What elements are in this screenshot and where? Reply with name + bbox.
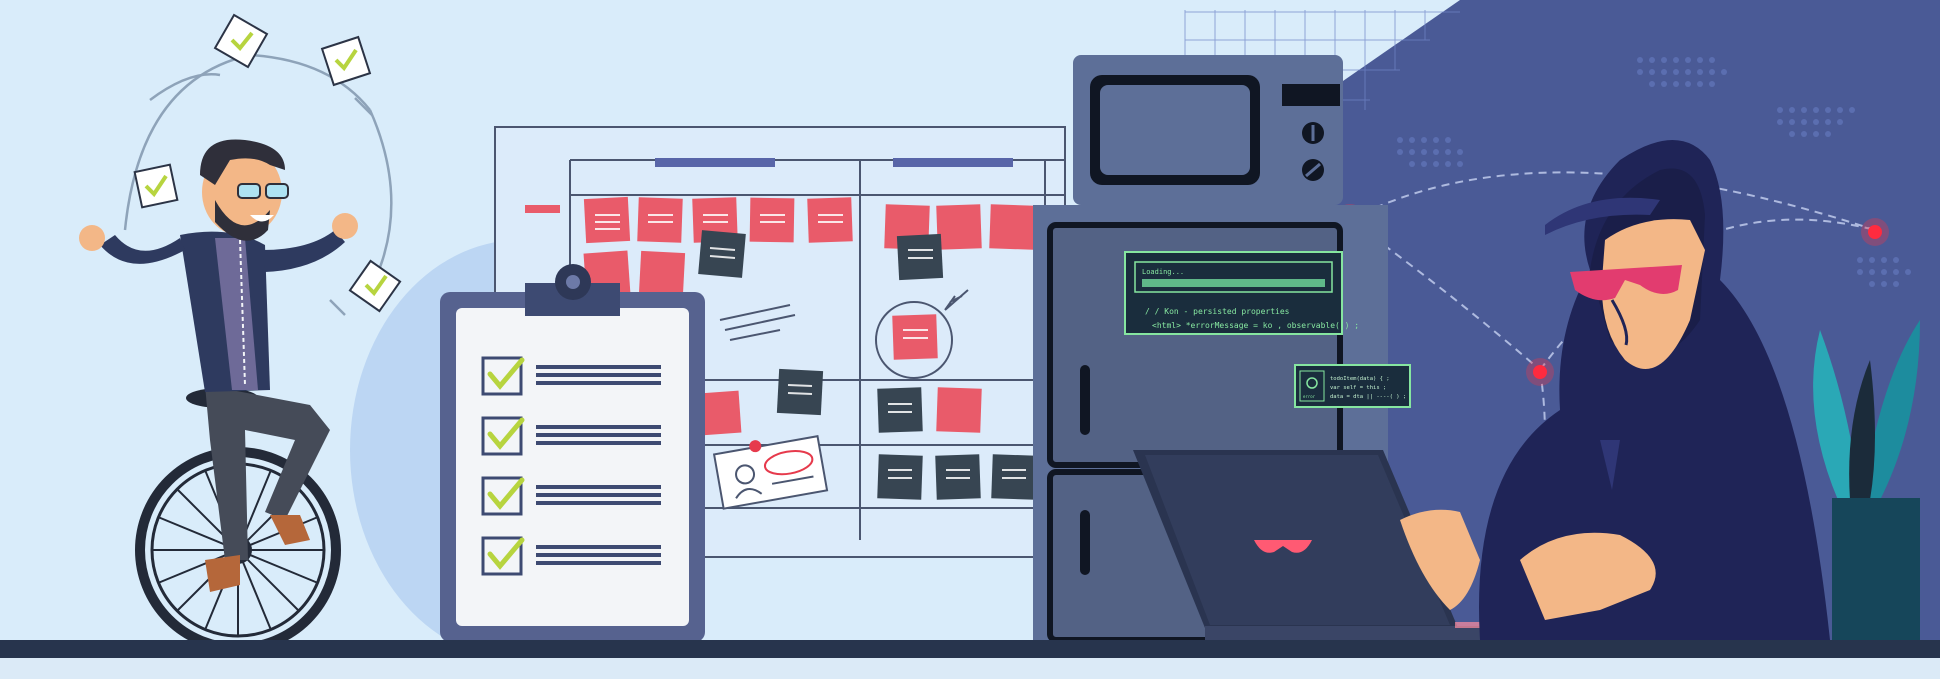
microwave: [1073, 55, 1343, 205]
error-icon: [1306, 377, 1318, 389]
terminal-code-line: <html> *errorMessage = ko , observable( …: [1152, 321, 1359, 330]
floor: [0, 640, 1940, 658]
glasses-icon: [237, 183, 261, 199]
terminal-icon-label: error: [1303, 394, 1316, 399]
code-terminal: Loading... / / Kon - persisted propertie…: [1124, 251, 1359, 335]
dotted-map: [1397, 57, 1911, 287]
developer-legs: [205, 385, 330, 560]
developer-hand: [79, 225, 105, 251]
id-card: [712, 435, 829, 510]
hacker-hand: [1400, 509, 1480, 610]
loading-progress-bar: [1142, 279, 1325, 287]
checklist-item: [481, 536, 661, 576]
developer-hand: [332, 213, 358, 239]
terminal-loading-label: Loading...: [1142, 268, 1184, 276]
check-card-icon: [320, 35, 372, 87]
terminal-code-line: / / Kon - persisted properties: [1145, 307, 1290, 316]
check-card-icon: [213, 13, 269, 69]
juggling-developer: [79, 13, 402, 653]
check-card-icon: [348, 259, 402, 313]
terminal-code-line: data = dta || ----( ) ;: [1330, 394, 1406, 400]
check-card-icon: [133, 163, 179, 209]
terminal-code-line: var self = this ;: [1330, 385, 1386, 391]
mask-logo-icon: [1254, 540, 1312, 553]
hacker-face: [1601, 219, 1705, 369]
checklist-item: [481, 416, 661, 456]
hacker-hand: [1520, 532, 1656, 620]
terminal-code-line: todoItem(data) { ;: [1330, 376, 1390, 382]
checklist-item: [481, 476, 661, 516]
potted-plant: [1813, 320, 1920, 640]
code-terminal-small: error todoItem(data) { ; var self = this…: [1294, 364, 1411, 408]
hacker-figure: [1400, 140, 1830, 640]
checklist-clipboard: [440, 264, 705, 642]
floor-edge: [0, 658, 1940, 679]
sunglasses-icon: [1570, 265, 1682, 301]
checklist-item: [481, 356, 661, 396]
